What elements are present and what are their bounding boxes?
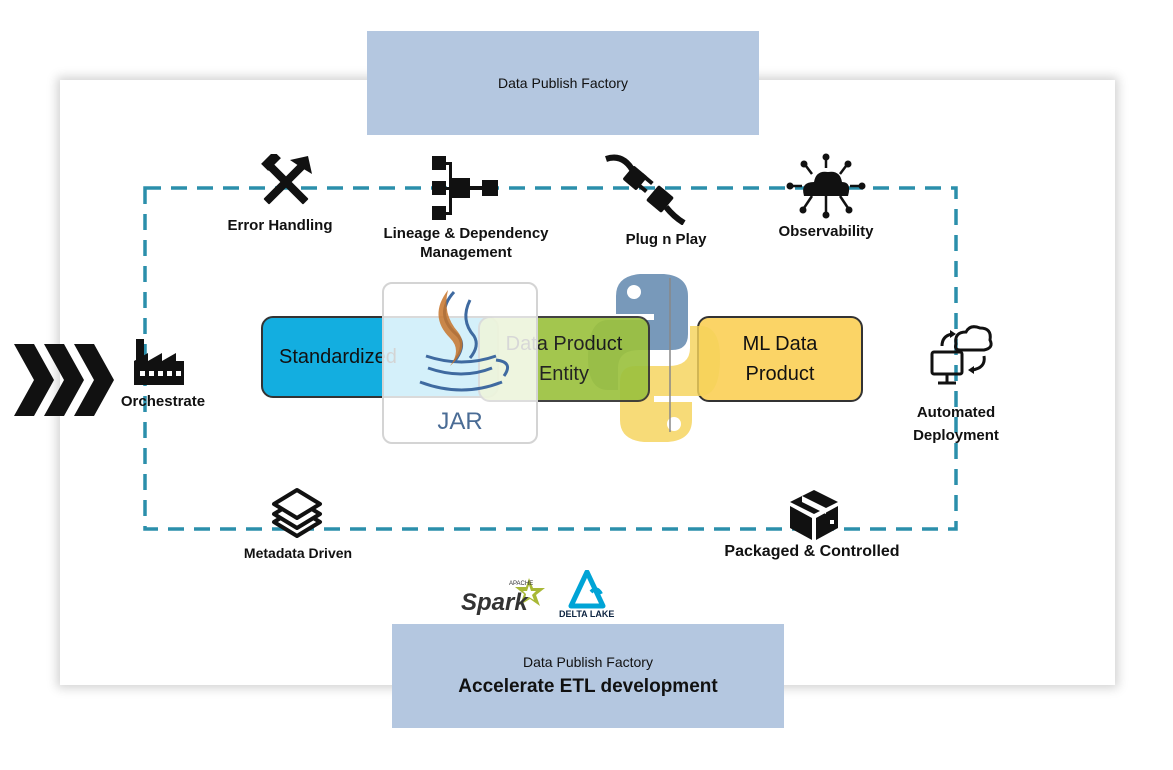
data-product-line2: Entity [538, 363, 589, 385]
feature-lineage: Lineage & Dependency Management [366, 224, 566, 262]
java-cup-icon [419, 290, 510, 392]
header-box: Data Publish Factory [367, 31, 759, 135]
jar-label: JAR [437, 408, 483, 435]
feature-packaged-controlled: Packaged & Controlled [724, 543, 900, 560]
jar-icon: JAR [382, 282, 538, 444]
hierarchy-icon [432, 156, 498, 220]
feature-lineage-line1: Lineage & Dependency [383, 225, 549, 242]
apache-text: APACHE [509, 581, 533, 587]
feature-automated-deployment: Automated Deployment [896, 401, 1016, 447]
chevrons-icon [14, 344, 114, 416]
feature-observability: Observability [778, 223, 874, 240]
delta-lake-text: DELTA LAKE [559, 609, 614, 619]
delta-lake-logo-icon: DELTA LAKE [559, 570, 614, 619]
feature-automated-line2: Deployment [913, 427, 999, 444]
package-box-icon [790, 490, 838, 540]
ml-data-product-box: ML Data Product [697, 316, 863, 402]
spark-text: Spark [461, 589, 529, 616]
plug-icon [605, 154, 686, 225]
factory-icon [134, 339, 184, 385]
hammer-pick-icon [261, 154, 312, 205]
ml-data-product-line2: Product [745, 363, 815, 385]
feature-lineage-line2: Management [420, 244, 512, 261]
footer-subtitle: Accelerate ETL development [458, 676, 718, 697]
feature-error-handling: Error Handling [227, 217, 333, 234]
footer-box: Data Publish Factory Accelerate ETL deve… [392, 624, 784, 728]
standardized-label: Standardized [279, 346, 397, 368]
feature-automated-line1: Automated [916, 404, 996, 421]
ml-data-product-line1: ML Data [742, 333, 818, 355]
feature-plug-n-play: Plug n Play [625, 231, 707, 248]
feature-metadata-driven: Metadata Driven [243, 545, 353, 561]
layers-icon [272, 488, 322, 538]
feature-orchestrate: Orchestrate [120, 393, 206, 410]
apache-spark-logo-icon: APACHE Spark [461, 578, 545, 616]
deployment-icon [930, 325, 993, 385]
footer-title: Data Publish Factory [523, 654, 653, 670]
cloud-network-icon [786, 153, 866, 219]
header-title: Data Publish Factory [498, 75, 628, 91]
